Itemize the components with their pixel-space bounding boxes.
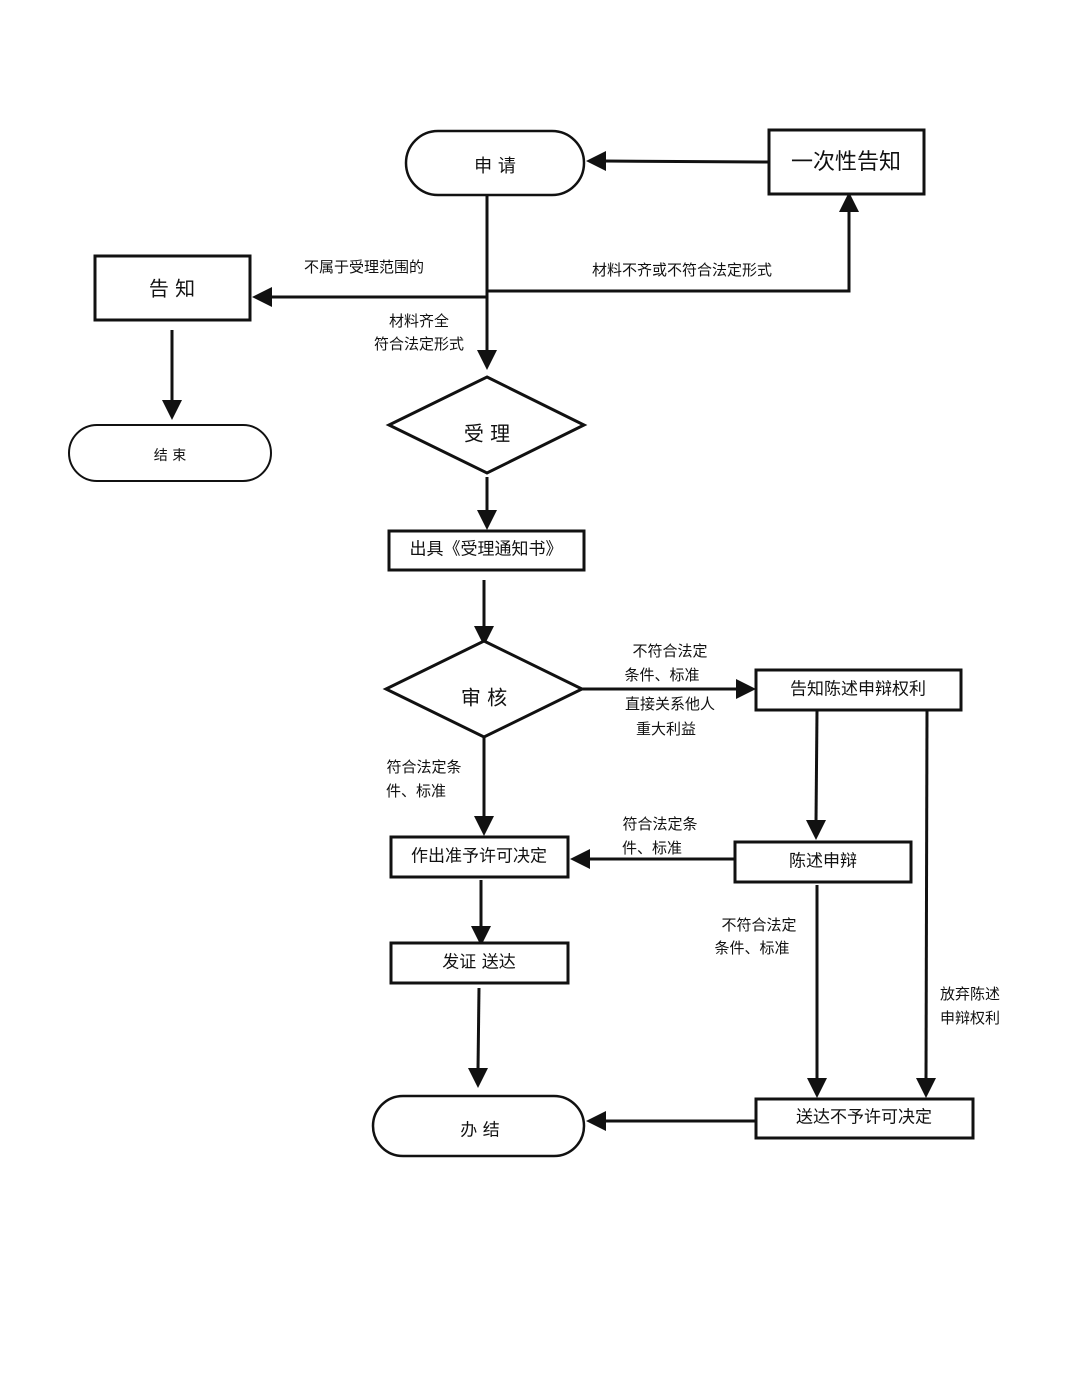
node-grant-decision: 作出准予许可决定	[389, 835, 570, 879]
node-one-time-notice: 一次性告知	[767, 128, 926, 196]
arrowhead	[468, 1068, 488, 1088]
arrowhead	[474, 816, 494, 836]
arrowhead	[162, 400, 182, 420]
label-waive-2: 申辩权利	[940, 1009, 1000, 1027]
node-notice: 告 知	[93, 254, 252, 322]
node-deny-decision-label: 送达不予许可决定	[796, 1108, 932, 1128]
arrowhead	[477, 350, 497, 370]
node-notify-rights: 告知陈述申辩权利	[754, 668, 963, 712]
node-notice-label: 告 知	[149, 277, 195, 301]
label-incomplete-materials: 材料不齐或不符合法定形式	[592, 261, 772, 279]
label-interest-1: 直接关系他人	[625, 695, 715, 713]
arrowhead	[807, 1078, 827, 1098]
edge-notify-rights-to-defense	[814, 710, 819, 823]
node-grant-decision-label: 作出准予许可决定	[411, 847, 547, 867]
label-review-pass-1: 符合法定条	[386, 758, 461, 776]
arrowhead	[586, 151, 606, 171]
label-review-pass-2: 件、标准	[386, 782, 446, 800]
node-review-label: 审 核	[461, 686, 507, 710]
node-issue-notice: 出具《受理通知书》	[387, 529, 586, 572]
arrowhead	[570, 849, 590, 869]
node-deny-decision: 送达不予许可决定	[754, 1097, 975, 1140]
label-complete-materials-1: 材料齐全	[389, 312, 449, 330]
label-defense-pass-1: 符合法定条	[622, 815, 697, 833]
node-accept: 受 理	[385, 375, 588, 475]
label-defense-fail-2: 条件、标准	[714, 939, 789, 957]
edge-notify-rights-to-deny	[924, 710, 929, 1081]
node-apply-label: 申 请	[474, 156, 516, 177]
node-end: 结 束	[68, 424, 272, 482]
label-review-fail-2: 条件、标准	[624, 666, 699, 684]
label-defense-fail-1: 不符合法定	[721, 916, 796, 934]
node-statement-defense: 陈述申辩	[733, 840, 913, 884]
arrowhead	[586, 1111, 606, 1131]
arrowhead	[806, 820, 826, 840]
node-complete-label: 办 结	[460, 1121, 499, 1141]
arrowhead	[839, 192, 859, 212]
label-review-fail-1: 不符合法定	[632, 642, 707, 660]
label-interest-2: 重大利益	[636, 720, 696, 738]
edge-certificate-to-complete	[476, 987, 481, 1071]
edge-incomplete-to-one-time-notice	[487, 210, 851, 293]
node-issue-certificate: 发证 送达	[389, 941, 570, 985]
node-statement-defense-label: 陈述申辩	[789, 852, 857, 872]
label-not-in-scope: 不属于受理范围的	[304, 258, 424, 276]
node-accept-label: 受 理	[464, 422, 510, 446]
node-one-time-notice-label: 一次性告知	[791, 150, 901, 175]
node-complete: 办 结	[371, 1094, 586, 1158]
node-review: 审 核	[382, 639, 586, 739]
arrowhead	[736, 679, 756, 699]
node-end-label: 结 束	[154, 448, 186, 464]
label-defense-pass-2: 件、标准	[622, 839, 682, 857]
node-apply: 申 请	[404, 129, 586, 197]
arrowhead	[474, 626, 494, 646]
arrowhead	[477, 510, 497, 530]
label-complete-materials-2: 符合法定形式	[374, 335, 464, 353]
node-issue-notice-label: 出具《受理通知书》	[410, 540, 563, 560]
node-notify-rights-label: 告知陈述申辩权利	[790, 680, 926, 700]
arrowhead	[471, 926, 491, 946]
arrowhead	[916, 1078, 936, 1098]
arrowhead	[252, 287, 272, 307]
label-waive-1: 放弃陈述	[940, 985, 1000, 1003]
node-issue-certificate-label: 发证 送达	[442, 953, 515, 973]
edge-notice-to-apply	[603, 159, 769, 164]
